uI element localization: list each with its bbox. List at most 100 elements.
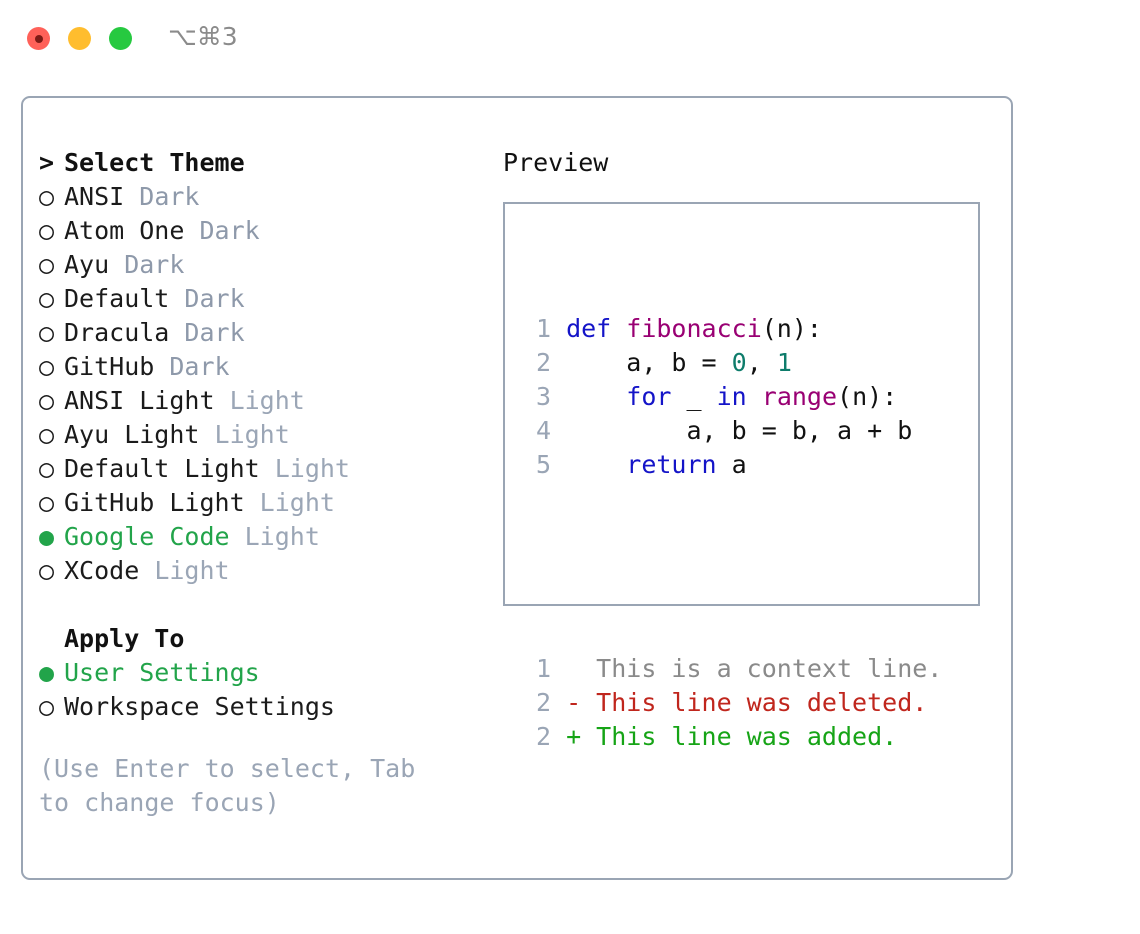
theme-name-label: Default Light: [64, 454, 260, 483]
apply-to-list: ● User Settings ○ Workspace Settings: [39, 656, 479, 724]
theme-picker-header: > Select Theme: [39, 146, 479, 180]
theme-list-item[interactable]: ○ XCode Light: [39, 554, 479, 588]
theme-list: ○ANSI Dark○Atom One Dark○Ayu Dark○Defaul…: [39, 180, 479, 588]
theme-variant-tag: Light: [244, 488, 335, 517]
radio-unselected-icon: ○: [39, 318, 55, 347]
minimize-button-icon[interactable]: [68, 27, 91, 50]
main-panel: >Select Theme ○ANSI Dark○Atom One Dark○A…: [21, 96, 1013, 880]
apply-to-header: Apply To: [39, 622, 479, 656]
code-token: [566, 382, 626, 411]
theme-list-item[interactable]: ● Google Code Light: [39, 520, 479, 554]
code-token: 1: [776, 348, 792, 377]
theme-name-label: Dracula: [64, 318, 170, 347]
code-diff-gap: [525, 550, 942, 584]
theme-name-label: Google Code: [64, 522, 230, 551]
theme-list-item[interactable]: ○Ayu Dark: [39, 248, 479, 282]
radio-selected-icon: ●: [39, 522, 55, 551]
code-token: a, b =: [566, 348, 732, 377]
theme-list-item[interactable]: ○ Atom One Dark: [39, 214, 479, 248]
maximize-button-icon[interactable]: [109, 27, 132, 50]
radio-unselected-icon: ○: [39, 216, 55, 245]
code-token: 0: [731, 348, 747, 377]
code-token: range: [761, 382, 838, 411]
code-token: ,: [746, 348, 777, 377]
theme-variant-tag: Dark: [109, 250, 185, 279]
theme-list-item[interactable]: ○ANSI Dark: [39, 180, 479, 214]
code-token: def: [566, 314, 627, 343]
radio-unselected-icon: ○: [39, 386, 55, 415]
line-number: 1: [535, 654, 551, 683]
apply-to-header-label: Apply To: [64, 624, 185, 653]
line-number: 2: [535, 688, 551, 717]
radio-unselected-icon: ○: [39, 250, 55, 279]
theme-variant-tag: Light: [229, 522, 320, 551]
theme-picker-header-label: Select Theme: [64, 148, 245, 177]
theme-name-label: Atom One: [64, 216, 185, 245]
diff-text: - This line was deleted.: [566, 688, 928, 717]
close-button-icon[interactable]: [27, 27, 50, 50]
code-token: (n):: [761, 314, 822, 343]
line-number: 3: [535, 382, 551, 411]
code-token: a, b = b, a + b: [566, 416, 913, 445]
code-token: [566, 450, 626, 479]
theme-list-item[interactable]: ○ GitHub Light Light: [39, 486, 479, 520]
apply-to-item[interactable]: ● User Settings: [39, 656, 479, 690]
theme-name-label: ANSI: [64, 182, 125, 211]
theme-variant-tag: Light: [259, 454, 350, 483]
theme-variant-tag: Dark: [184, 216, 260, 245]
theme-list-item[interactable]: ○Ayu Light Light: [39, 418, 479, 452]
apply-to-item[interactable]: ○ Workspace Settings: [39, 690, 479, 724]
theme-list-item[interactable]: ○Default Light Light: [39, 452, 479, 486]
title-bar: ⌥⌘3: [0, 0, 1140, 78]
theme-list-item[interactable]: ○ GitHub Dark: [39, 350, 479, 384]
theme-list-item[interactable]: ○ ANSI Light Light: [39, 384, 479, 418]
theme-picker-column: >Select Theme ○ANSI Dark○Atom One Dark○A…: [39, 146, 479, 820]
diff-text: This is a context line.: [566, 654, 943, 683]
radio-unselected-icon: ○: [39, 692, 55, 721]
theme-name-label: GitHub: [64, 352, 155, 381]
theme-variant-tag: Dark: [169, 318, 245, 347]
keyboard-shortcut-label: ⌥⌘3: [168, 22, 238, 51]
diff-sample: 1 This is a context line. 2 - This line w…: [525, 652, 942, 754]
radio-unselected-icon: ○: [39, 352, 55, 381]
apply-to-label: User Settings: [64, 658, 260, 687]
apply-to-bullet-spacer: [39, 622, 64, 656]
code-line: 3 for _ in range(n):: [525, 380, 942, 414]
line-number: 4: [535, 416, 551, 445]
diff-line: 2 - This line was deleted.: [525, 686, 942, 720]
line-number: 5: [535, 450, 551, 479]
code-line: 2 a, b = 0, 1: [525, 346, 942, 380]
code-token: return: [626, 450, 717, 479]
prompt-caret-icon: >: [39, 148, 55, 177]
theme-name-label: GitHub Light: [64, 488, 245, 517]
code-token: [747, 382, 762, 411]
keyboard-hint-text: (Use Enter to select, Tab to change focu…: [39, 754, 431, 817]
preview-column: Preview 1 def fibonacci(n):2 a, b = 0, 1…: [503, 146, 1003, 751]
diff-line: 2 + This line was added.: [525, 720, 942, 754]
theme-variant-tag: Light: [214, 386, 305, 415]
theme-name-label: XCode: [64, 556, 140, 585]
radio-unselected-icon: ○: [39, 556, 55, 585]
theme-name-label: Ayu Light: [64, 420, 200, 449]
code-line: 5 return a: [525, 448, 942, 482]
theme-list-item[interactable]: ○ Dracula Dark: [39, 316, 479, 350]
code-token: a: [716, 450, 747, 479]
theme-list-item[interactable]: ○Default Dark: [39, 282, 479, 316]
theme-variant-tag: Dark: [154, 352, 230, 381]
code-line: 1 def fibonacci(n):: [525, 312, 942, 346]
code-token: for: [626, 382, 672, 411]
line-number: 2: [535, 722, 551, 751]
theme-variant-tag: Light: [139, 556, 230, 585]
apply-to-label: Workspace Settings: [64, 692, 335, 721]
radio-selected-icon: ●: [39, 658, 55, 687]
list-spacer: [39, 588, 479, 622]
line-number: 2: [535, 348, 551, 377]
theme-name-label: ANSI Light: [64, 386, 215, 415]
radio-unselected-icon: ○: [39, 488, 55, 517]
code-token: in: [716, 382, 747, 411]
theme-variant-tag: Dark: [124, 182, 200, 211]
radio-unselected-icon: ○: [39, 284, 55, 313]
traffic-lights: [27, 27, 132, 50]
